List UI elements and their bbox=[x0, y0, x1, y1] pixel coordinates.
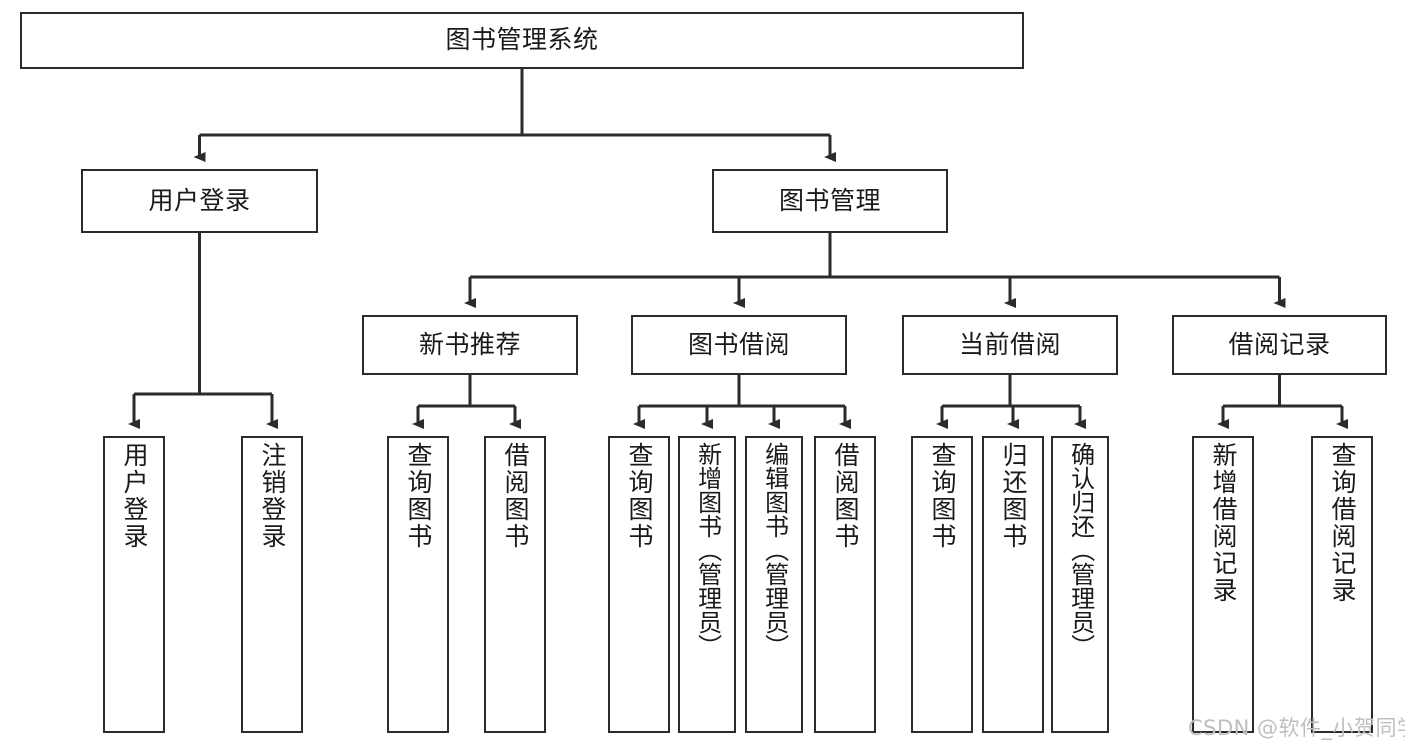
node-leaf-add-rec[interactable]: 新增借阅记录 bbox=[1192, 436, 1254, 733]
node-borrow-record[interactable]: 借阅记录 bbox=[1172, 315, 1387, 375]
node-leaf-borrow-2[interactable]: 借阅图书 bbox=[814, 436, 876, 733]
node-label: 编辑图书（管理员） bbox=[760, 442, 789, 658]
node-leaf-borrow-1[interactable]: 借阅图书 bbox=[484, 436, 546, 733]
node-label: 用户登录 bbox=[120, 442, 149, 550]
node-label: 图书管理 bbox=[778, 185, 881, 215]
node-leaf-confirm[interactable]: 确认归还（管理员） bbox=[1051, 436, 1109, 733]
node-label: 新增借阅记录 bbox=[1209, 442, 1238, 604]
node-leaf-query-2[interactable]: 查询图书 bbox=[608, 436, 670, 733]
node-leaf-user-login[interactable]: 用户登录 bbox=[103, 436, 165, 733]
node-leaf-query-3[interactable]: 查询图书 bbox=[911, 436, 973, 733]
node-leaf-add-book[interactable]: 新增图书（管理员） bbox=[678, 436, 736, 733]
node-label: 新增图书（管理员） bbox=[693, 442, 722, 658]
node-label: 借阅记录 bbox=[1228, 329, 1331, 359]
node-label: 确认归还（管理员） bbox=[1066, 442, 1095, 658]
node-leaf-query-rec[interactable]: 查询借阅记录 bbox=[1311, 436, 1373, 733]
node-label: 用户登录 bbox=[148, 185, 251, 215]
node-label: 图书管理系统 bbox=[445, 25, 599, 55]
node-label: 查询借阅记录 bbox=[1328, 442, 1357, 604]
node-label: 新书推荐 bbox=[418, 329, 521, 359]
node-root[interactable]: 图书管理系统 bbox=[20, 12, 1024, 69]
node-label: 归还图书 bbox=[999, 442, 1028, 550]
node-label: 查询图书 bbox=[928, 442, 957, 550]
node-leaf-logout[interactable]: 注销登录 bbox=[241, 436, 303, 733]
node-label: 借阅图书 bbox=[501, 442, 530, 550]
node-leaf-query-1[interactable]: 查询图书 bbox=[387, 436, 449, 733]
watermark-label: CSDN @软件_小贺同学 bbox=[1188, 716, 1405, 740]
node-label: 图书借阅 bbox=[687, 329, 790, 359]
node-book-borrow[interactable]: 图书借阅 bbox=[631, 315, 847, 375]
node-label: 注销登录 bbox=[258, 442, 287, 550]
node-label: 查询图书 bbox=[404, 442, 433, 550]
node-leaf-edit-book[interactable]: 编辑图书（管理员） bbox=[745, 436, 803, 733]
node-book-manage[interactable]: 图书管理 bbox=[712, 169, 948, 233]
node-new-book-rec[interactable]: 新书推荐 bbox=[362, 315, 578, 375]
node-current-borrow[interactable]: 当前借阅 bbox=[902, 315, 1118, 375]
node-label: 查询图书 bbox=[625, 442, 654, 550]
node-label: 借阅图书 bbox=[831, 442, 860, 550]
node-user-login[interactable]: 用户登录 bbox=[81, 169, 318, 233]
node-label: 当前借阅 bbox=[958, 329, 1061, 359]
node-leaf-return[interactable]: 归还图书 bbox=[982, 436, 1044, 733]
